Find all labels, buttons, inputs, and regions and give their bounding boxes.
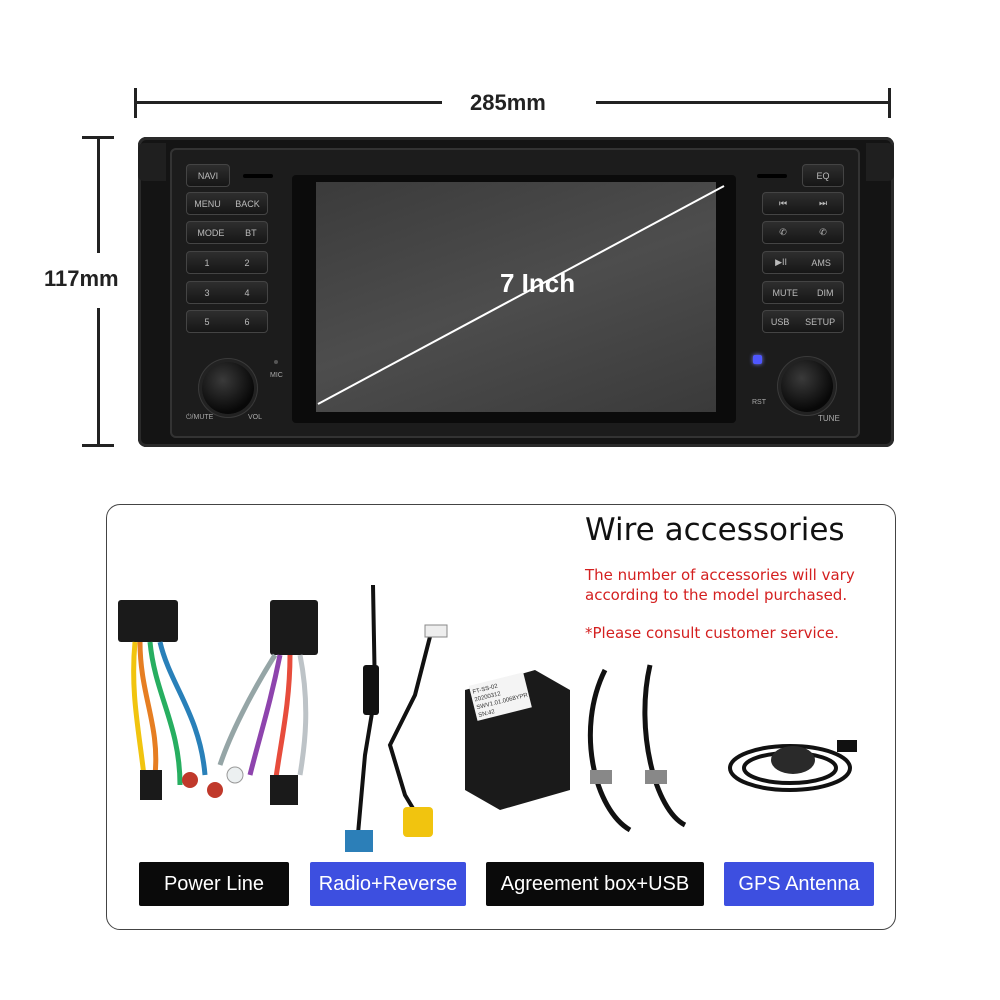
accessories-note-line2: according to the model purchased.: [585, 586, 848, 604]
width-dim-left-tick: [134, 88, 137, 118]
call-button[interactable]: ✆ ✆: [762, 221, 844, 244]
power-line-label: Power Line: [139, 862, 289, 906]
width-dim-line-left: [136, 101, 442, 104]
back-label: BACK: [235, 198, 260, 209]
preset-3-4-button[interactable]: 3 4: [186, 281, 268, 304]
eq-button[interactable]: EQ: [802, 164, 844, 187]
navi-button-label: NAVI: [197, 170, 219, 181]
navi-button[interactable]: NAVI: [186, 164, 230, 187]
indicator-light: [753, 355, 762, 364]
height-dimension-label: 117mm: [44, 266, 119, 291]
mode-label: MODE: [197, 227, 225, 238]
left-side-ear: [138, 143, 166, 181]
mute-label: MUTE: [772, 287, 799, 298]
setup-label: SETUP: [805, 316, 836, 327]
menu-label: MENU: [194, 198, 221, 209]
call-answer-icon: ✆: [779, 227, 787, 237]
height-dim-bottom-tick: [82, 444, 114, 447]
mute-dim-button[interactable]: MUTE DIM: [762, 281, 844, 304]
volume-knob[interactable]: [202, 362, 254, 414]
right-slot: [757, 174, 787, 178]
preset-4-label: 4: [244, 287, 250, 298]
right-side-ear: [866, 143, 894, 181]
accessories-title: Wire accessories: [585, 512, 845, 548]
radio-reverse-cable-image: [345, 584, 448, 852]
prev-icon: ⏮: [778, 198, 788, 208]
height-dim-line-bottom: [97, 308, 100, 446]
tune-knob[interactable]: [781, 360, 833, 412]
play-ams-button[interactable]: ▶II AMS: [762, 251, 844, 274]
preset-2-label: 2: [244, 257, 250, 268]
height-dim-line-top: [97, 137, 100, 253]
usb-setup-button[interactable]: USB SETUP: [762, 310, 844, 333]
rst-label: RST: [752, 399, 766, 406]
preset-1-label: 1: [204, 257, 210, 268]
call-hangup-icon: ✆: [819, 227, 827, 237]
screen-diagonal: [317, 185, 725, 405]
eq-label: EQ: [816, 170, 830, 181]
mode-bt-button[interactable]: MODE BT: [186, 221, 268, 244]
ams-label: AMS: [811, 257, 831, 268]
power-line-harness-image: [118, 600, 318, 805]
screen-size-label: 7 Inch: [500, 268, 576, 298]
next-icon: ⏭: [818, 198, 828, 208]
width-dim-right-tick: [888, 88, 891, 118]
preset-6-label: 6: [244, 316, 250, 327]
preset-5-label: 5: [204, 316, 210, 327]
dim-label: DIM: [817, 287, 834, 298]
gps-antenna-image: [728, 740, 857, 792]
accessories-consult-note: *Please consult customer service.: [585, 624, 839, 642]
vol-label: VOL: [248, 414, 263, 421]
mic-label: MIC: [270, 372, 283, 379]
power-mute-label: ⏻/MUTE: [186, 414, 214, 421]
prev-next-button[interactable]: ⏮ ⏭: [762, 192, 844, 215]
play-pause-icon: ▶II: [775, 257, 788, 267]
usb-label: USB: [770, 316, 790, 327]
width-dimension-label: 285mm: [470, 90, 546, 115]
mic-hole: [274, 360, 278, 364]
radio-reverse-label: Radio+Reverse: [310, 862, 466, 906]
agreement-box-usb-label: Agreement box+USB: [486, 862, 704, 906]
tune-label: TUNE: [818, 414, 840, 423]
accessories-panel: [106, 504, 896, 930]
preset-1-2-button[interactable]: 1 2: [186, 251, 268, 274]
agreement-box-usb-image: [465, 664, 687, 833]
bt-label: BT: [245, 227, 257, 238]
left-slot: [243, 174, 273, 178]
preset-5-6-button[interactable]: 5 6: [186, 310, 268, 333]
accessories-note-line1: The number of accessories will vary: [585, 566, 855, 584]
width-dim-line-right: [596, 101, 890, 104]
menu-back-button[interactable]: MENU BACK: [186, 192, 268, 215]
gps-antenna-label: GPS Antenna: [724, 862, 874, 906]
preset-3-label: 3: [204, 287, 210, 298]
